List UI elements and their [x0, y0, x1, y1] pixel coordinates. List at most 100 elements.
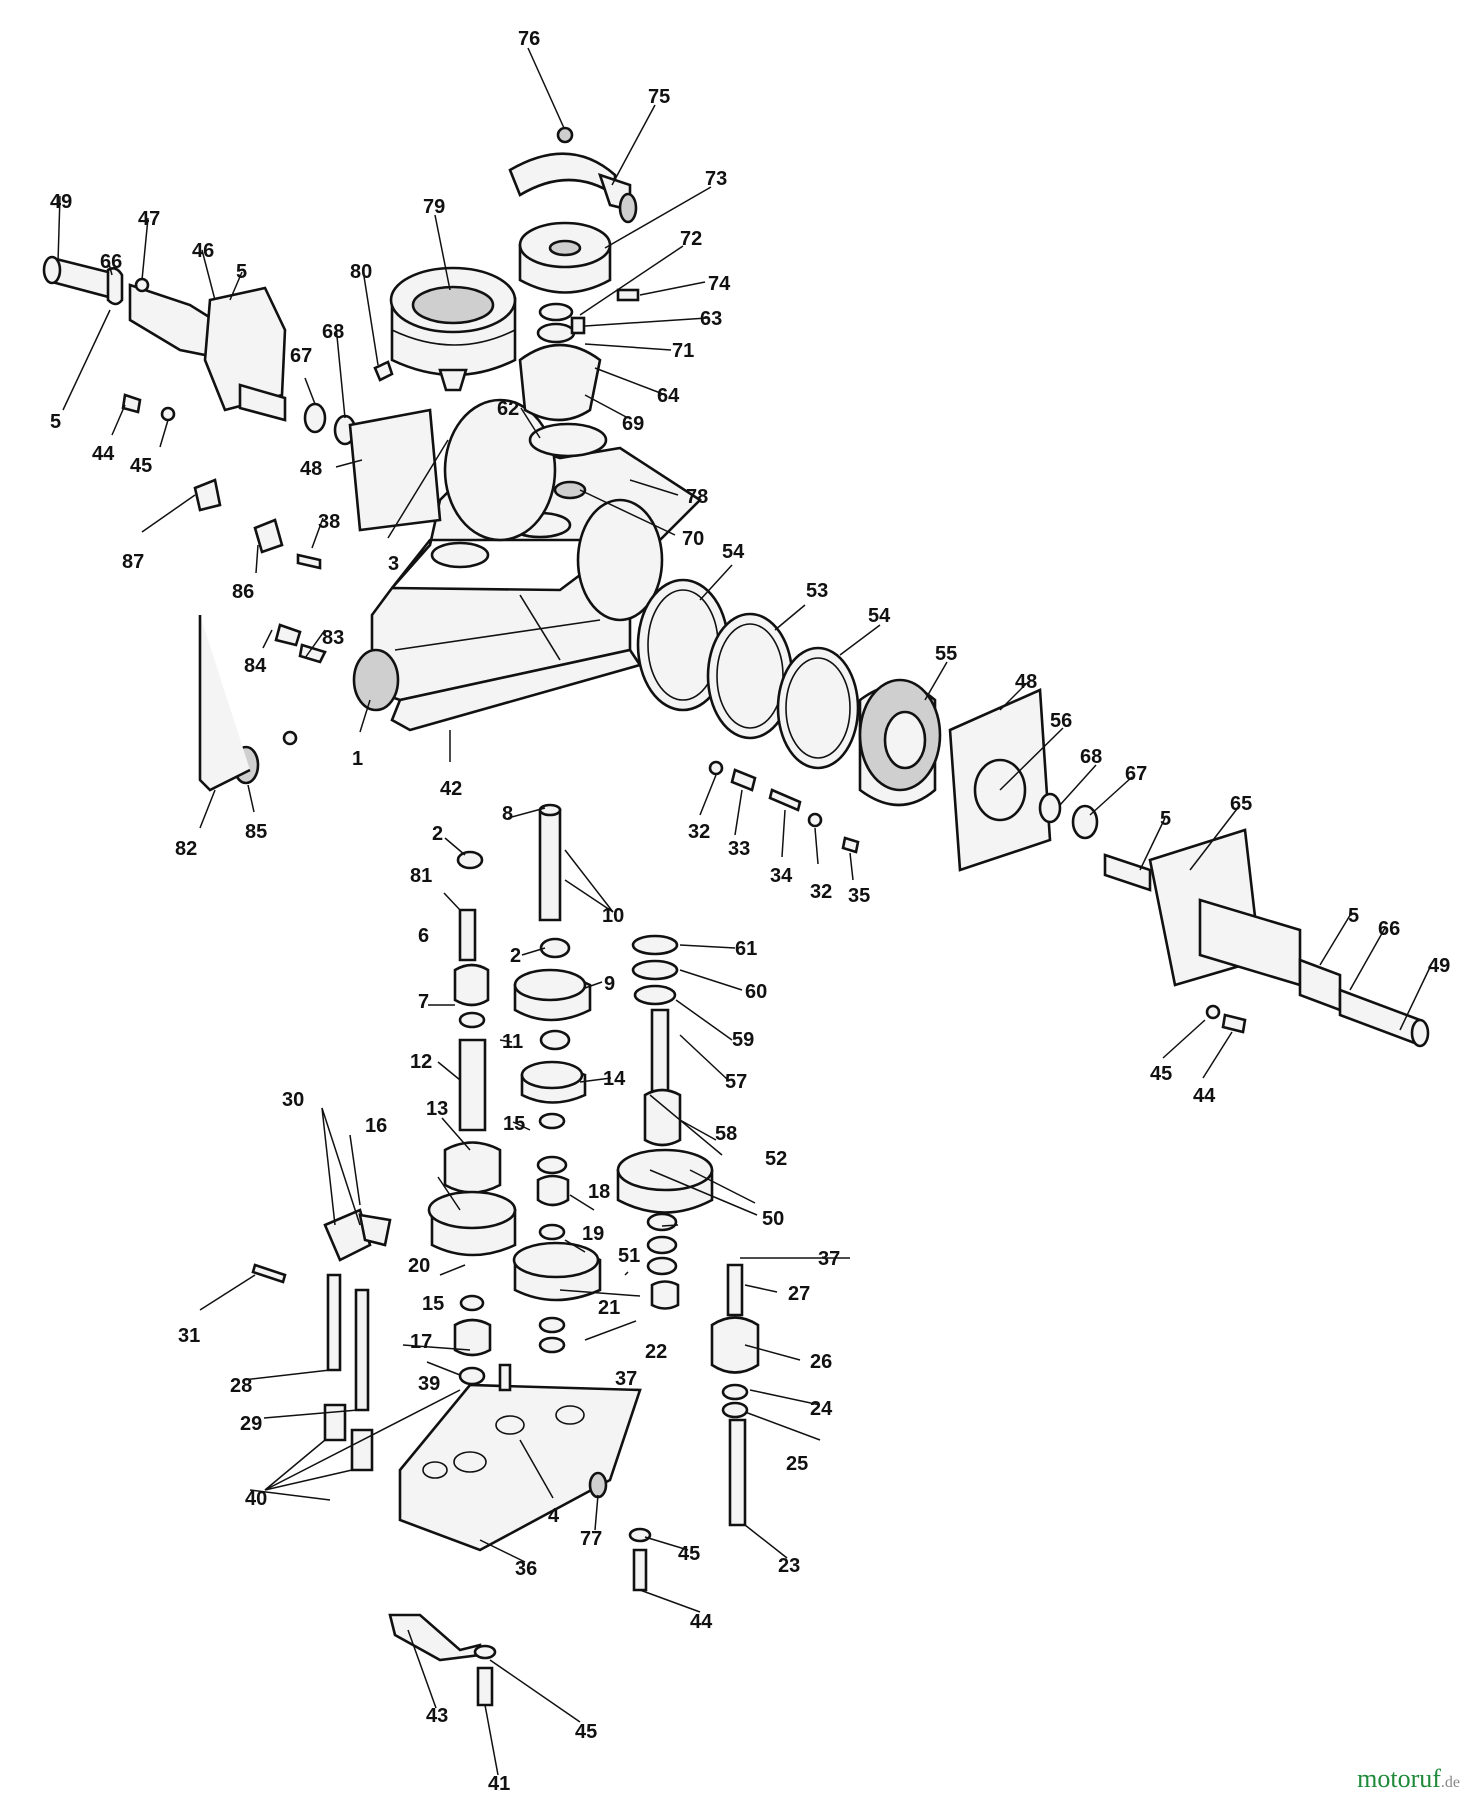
callout-17: 17	[410, 1331, 432, 1353]
callout-26: 26	[810, 1351, 832, 1373]
callout-45b: 45	[1150, 1063, 1172, 1085]
callout-5: 5	[236, 261, 247, 283]
callout-53: 53	[806, 580, 828, 602]
callout-8: 8	[502, 803, 513, 825]
watermark-tld: .de	[1440, 1774, 1460, 1791]
callout-7: 7	[418, 991, 429, 1013]
callout-29: 29	[240, 1413, 262, 1435]
callout-14: 14	[603, 1068, 626, 1090]
callout-84: 84	[244, 655, 267, 677]
callout-32: 32	[688, 821, 710, 843]
callout-75: 75	[648, 86, 670, 108]
callout-82: 82	[175, 838, 197, 860]
callout-41: 41	[488, 1773, 510, 1795]
callout-25: 25	[786, 1453, 808, 1475]
callout-45: 45	[130, 455, 152, 477]
callout-69: 69	[622, 413, 644, 435]
callout-34: 34	[770, 865, 793, 887]
callout-5d: 5	[1348, 905, 1359, 927]
right-axle-assembly	[1103, 828, 1430, 1048]
watermark-brand: motoruf	[1357, 1764, 1441, 1793]
callout-33: 33	[728, 838, 750, 860]
callout-20: 20	[408, 1255, 430, 1277]
gear-stack-left	[427, 850, 517, 1386]
callout-2: 2	[432, 823, 443, 845]
callout-44c: 44	[690, 1611, 713, 1633]
gear-stack-right	[616, 934, 714, 1310]
callout-67b: 67	[1125, 763, 1147, 785]
gear-stack-center	[512, 803, 602, 1354]
callout-27: 27	[788, 1283, 810, 1305]
callout-5c: 5	[1160, 808, 1171, 830]
callout-47: 47	[138, 208, 160, 230]
callout-22: 22	[645, 1341, 667, 1363]
callout-23: 23	[778, 1555, 800, 1577]
right-side-cover	[948, 688, 1099, 872]
callout-60: 60	[745, 981, 767, 1003]
bottom-hardware	[388, 1527, 652, 1707]
callout-51: 51	[618, 1245, 640, 1267]
callout-12: 12	[410, 1051, 432, 1073]
callout-83: 83	[322, 627, 344, 649]
callout-44: 44	[92, 443, 115, 465]
callout-18: 18	[588, 1181, 610, 1203]
callout-58: 58	[715, 1123, 737, 1145]
callout-9: 9	[604, 973, 615, 995]
callout-24: 24	[810, 1398, 833, 1420]
leader-lines	[57, 47, 1433, 1776]
callout-67: 67	[290, 345, 312, 367]
callout-15b: 15	[422, 1293, 444, 1315]
callout-86: 86	[232, 581, 254, 603]
callout-66b: 66	[1378, 918, 1400, 940]
callout-45d: 45	[575, 1721, 597, 1743]
shift-fork-assembly	[251, 1208, 392, 1472]
callout-76: 76	[518, 28, 540, 50]
callout-31: 31	[178, 1325, 200, 1347]
callout-3: 3	[388, 553, 399, 575]
callout-87: 87	[122, 551, 144, 573]
callout-55: 55	[935, 643, 957, 665]
callout-2b: 2	[510, 945, 521, 967]
shifter-small-parts	[193, 478, 327, 792]
pulley-assembly	[373, 266, 517, 392]
callout-80: 80	[350, 261, 372, 283]
callout-37b: 37	[615, 1368, 637, 1390]
clutch-cone	[518, 302, 608, 500]
callout-66: 66	[100, 251, 122, 273]
callout-59: 59	[732, 1029, 754, 1051]
callout-48: 48	[300, 458, 322, 480]
detent-parts	[708, 760, 860, 854]
callout-46: 46	[192, 240, 214, 262]
callout-32b: 32	[810, 881, 832, 903]
callout-71: 71	[672, 340, 694, 362]
callout-43: 43	[426, 1705, 448, 1727]
left-axle-assembly	[42, 255, 442, 532]
callout-42: 42	[440, 778, 462, 800]
callout-49b: 49	[1428, 955, 1450, 977]
callout-1: 1	[352, 748, 363, 770]
callout-54b: 54	[868, 605, 891, 627]
callout-11: 11	[502, 1031, 523, 1053]
callout-45c: 45	[678, 1543, 700, 1565]
callout-68: 68	[322, 321, 344, 343]
callout-13: 13	[426, 1098, 448, 1120]
callout-19: 19	[582, 1223, 604, 1245]
clutch-band	[508, 126, 638, 224]
callout-30: 30	[282, 1089, 304, 1111]
callout-73: 73	[705, 168, 727, 190]
callout-28: 28	[230, 1375, 252, 1397]
callout-79: 79	[423, 196, 445, 218]
callout-37: 37	[818, 1248, 840, 1270]
callout-36: 36	[515, 1558, 537, 1580]
callout-52: 52	[765, 1148, 787, 1170]
callout-16: 16	[365, 1115, 387, 1137]
callout-57: 57	[725, 1071, 747, 1093]
clutch-drum	[518, 221, 640, 302]
reverse-idler-group	[710, 1263, 760, 1527]
callout-68b: 68	[1080, 746, 1102, 768]
callout-35: 35	[848, 885, 870, 907]
callout-21: 21	[598, 1297, 620, 1319]
callout-50: 50	[762, 1208, 784, 1230]
callout-74: 74	[708, 273, 731, 295]
